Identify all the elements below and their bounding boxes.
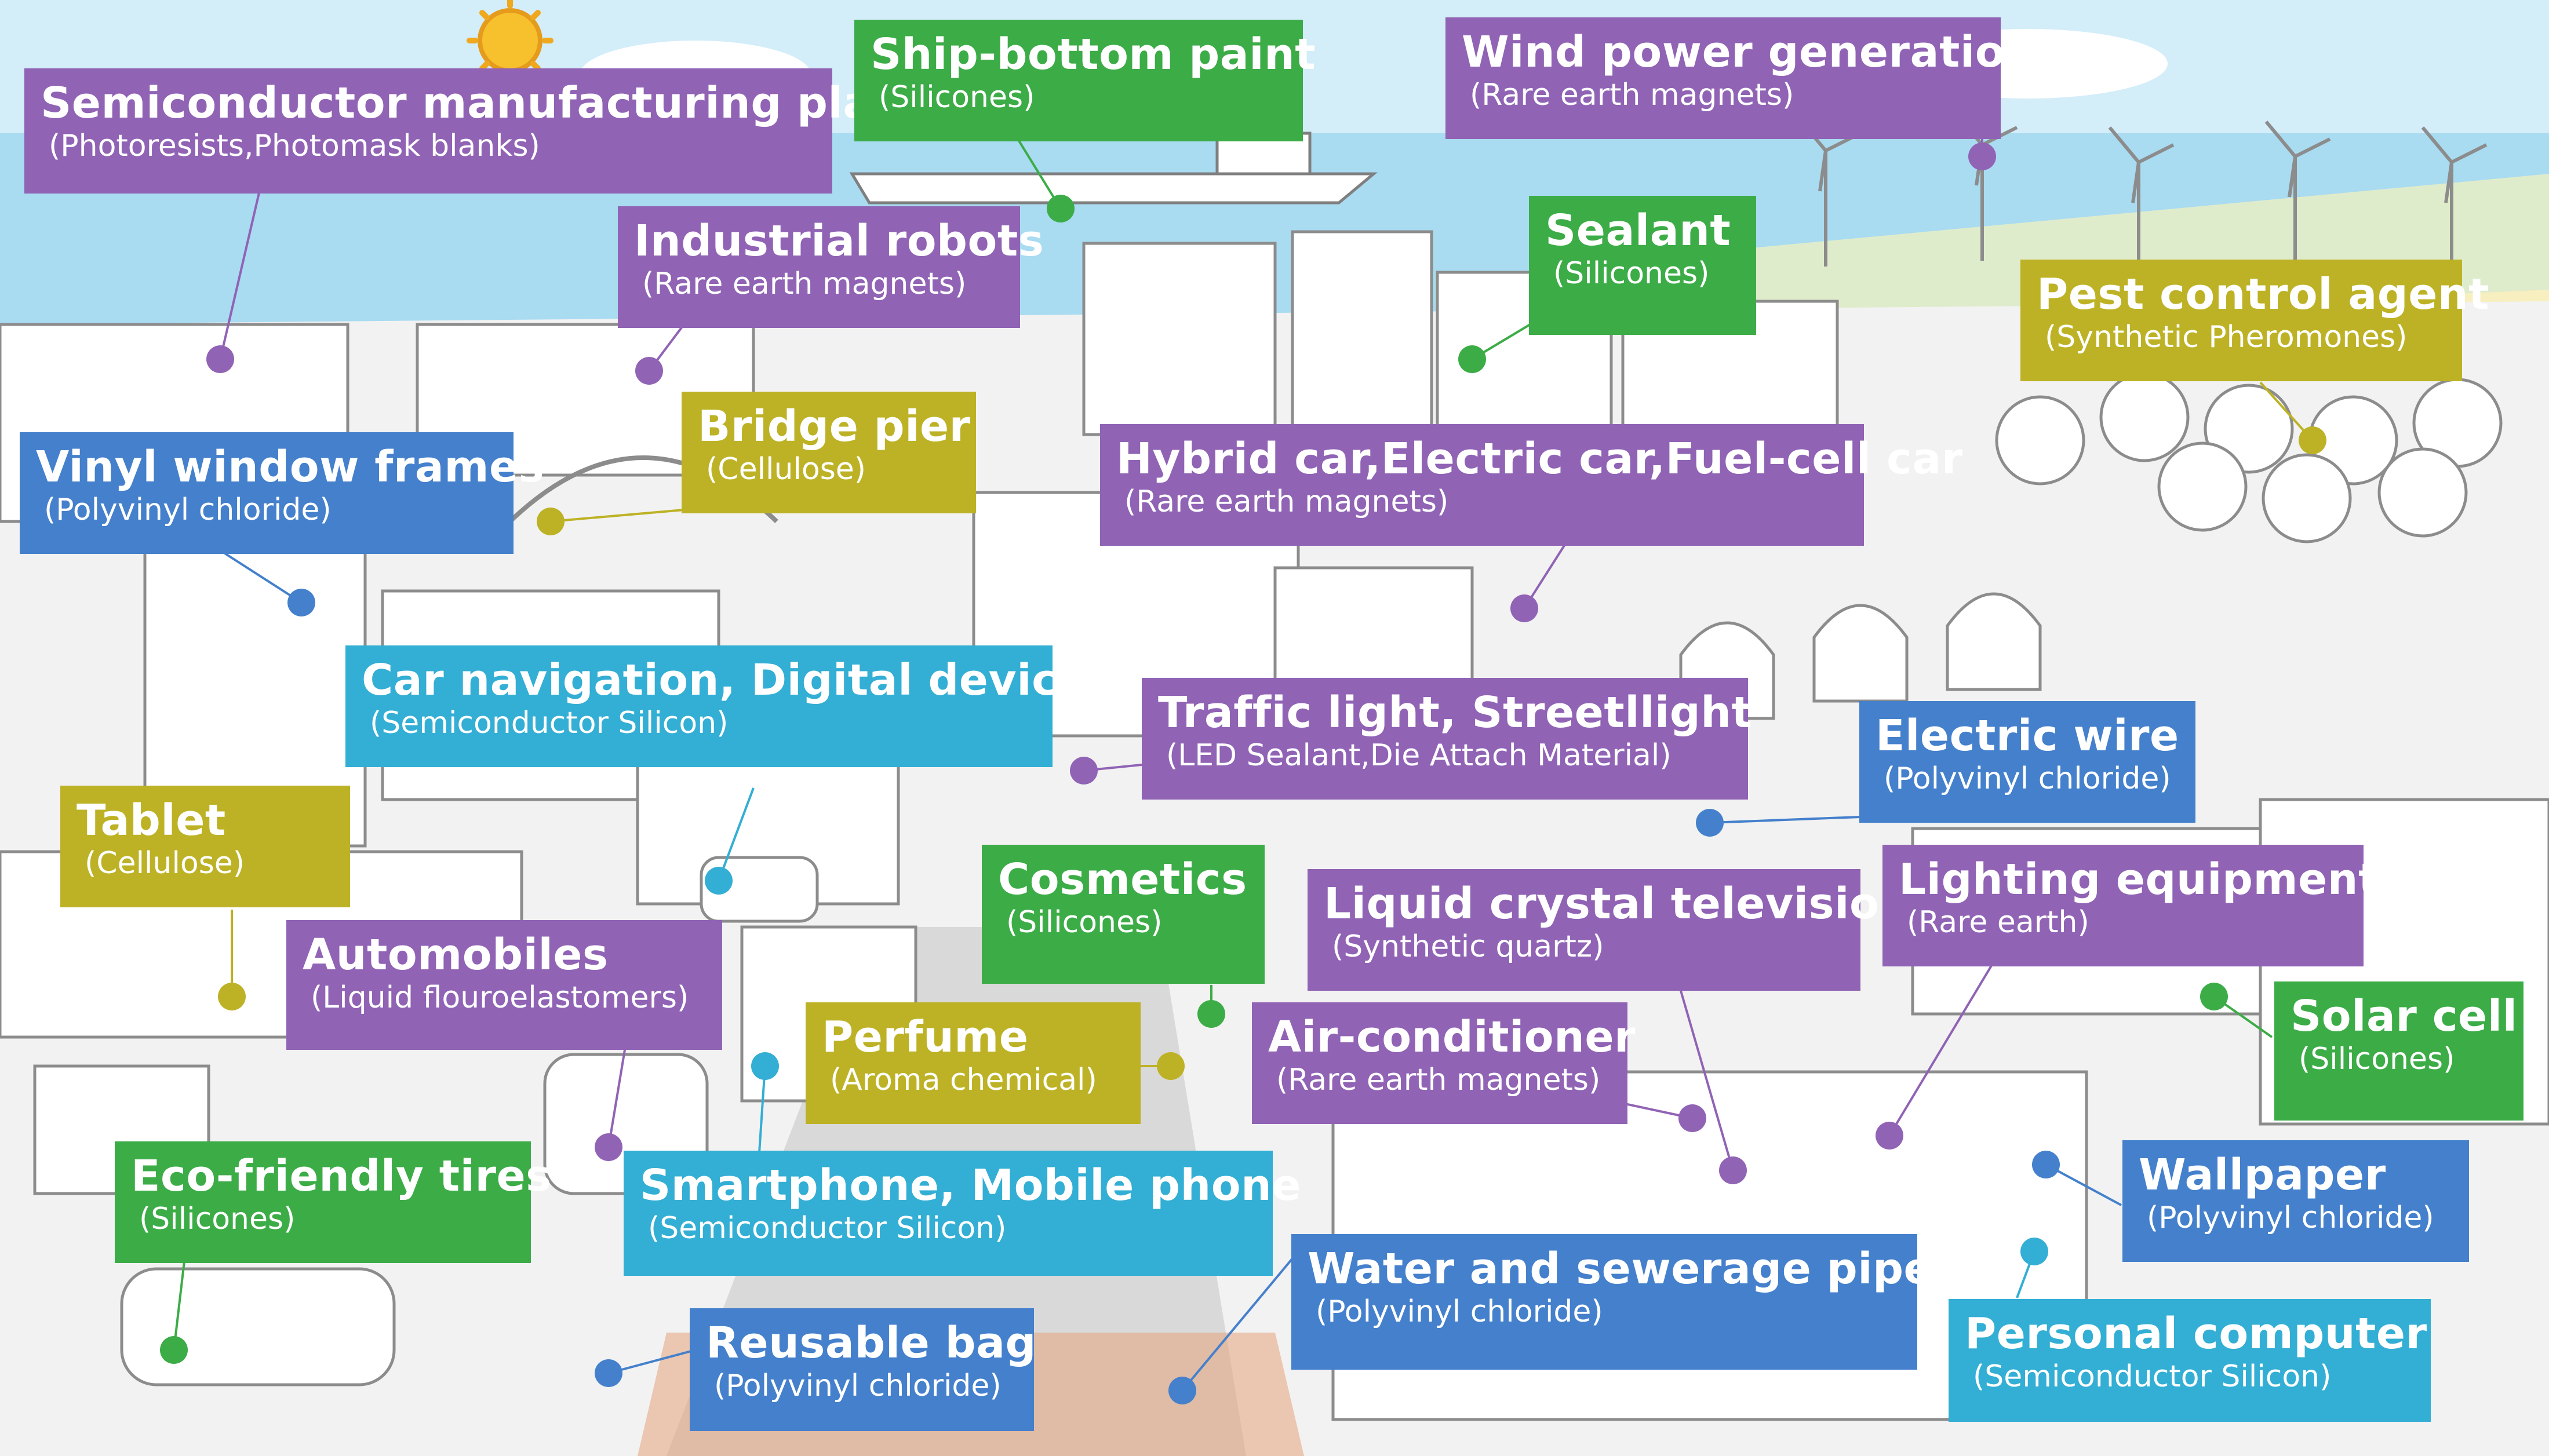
label-subtitle: (Silicones) — [1553, 256, 1710, 291]
label-title: Wind power generation — [1462, 27, 2036, 77]
label-title: Bridge pier — [698, 402, 971, 451]
label-title: Personal computer — [1965, 1309, 2427, 1359]
label-subtitle: (Rare earth magnets) — [1276, 1063, 1601, 1097]
label-subtitle: (Silicones) — [139, 1202, 296, 1236]
label-subtitle: (Cellulose) — [85, 846, 245, 881]
label-subtitle: (Photoresists,Photomask blanks) — [49, 129, 540, 163]
label-pest-control: Pest control agent (Synthetic Pheromones… — [2020, 260, 2489, 381]
label-subtitle: (Rare earth magnets) — [642, 267, 967, 301]
label-title: Hybrid car,Electric car,Fuel-cell car — [1116, 434, 1963, 484]
label-eco-tires: Eco-friendly tires (Silicones) — [115, 1141, 552, 1263]
label-electric-wire: Electric wire (Polyvinyl chloride) — [1859, 701, 2195, 823]
label-personal-computer: Personal computer (Semiconductor Silicon… — [1949, 1299, 2431, 1422]
label-lighting: Lighting equipment (Rare earth) — [1882, 845, 2379, 966]
label-traffic-light: Traffic light, Streetllight (LED Sealant… — [1142, 678, 1753, 800]
label-sealant: Sealant (Silicones) — [1529, 196, 1756, 335]
label-subtitle: (Rare earth) — [1907, 905, 2089, 940]
label-title: Solar cell — [2291, 991, 2518, 1041]
label-reusable-bag: Reusable bag (Polyvinyl chloride) — [690, 1308, 1036, 1431]
label-title: Pest control agent — [2037, 269, 2489, 319]
label-subtitle: (Polyvinyl chloride) — [1884, 761, 2171, 796]
label-semiconductor-plant: Semiconductor manufacturing plant (Photo… — [24, 68, 924, 194]
label-subtitle: (Rare earth magnets) — [1124, 484, 1449, 519]
label-air-conditioner: Air-conditioner (Rare earth magnets) — [1252, 1002, 1636, 1124]
label-subtitle: (Liquid flouroelastomers) — [311, 980, 689, 1015]
label-title: Ship-bottom paint — [871, 30, 1316, 79]
label-subtitle: (Synthetic Pheromones) — [2045, 320, 2408, 355]
label-subtitle: (Aroma chemical) — [830, 1063, 1097, 1097]
label-subtitle: (Semiconductor Silicon) — [1973, 1359, 2332, 1394]
label-wallpaper: Wallpaper (Polyvinyl chloride) — [2122, 1140, 2469, 1262]
greenhouses — [1679, 592, 2042, 720]
leader-lines — [173, 132, 2314, 1392]
label-title: Liquid crystal television — [1324, 879, 1910, 929]
label-subtitle: (Synthetic quartz) — [1332, 929, 1604, 964]
label-title: Sealant — [1545, 206, 1731, 256]
label-hybrid-car: Hybrid car,Electric car,Fuel-cell car (R… — [1100, 424, 1963, 546]
label-subtitle: (Polyvinyl chloride) — [714, 1369, 1002, 1403]
label-bridge-pier: Bridge pier (Cellulose) — [682, 392, 976, 513]
label-wind-power: Wind power generation (Rare earth magnet… — [1445, 17, 2036, 139]
label-water-pipe: Water and sewerage pipe (Polyvinyl chlor… — [1291, 1234, 1933, 1370]
label-title: Eco-friendly tires — [131, 1151, 552, 1201]
label-solar-cell: Solar cell (Silicones) — [2274, 981, 2523, 1121]
label-cosmetics: Cosmetics (Silicones) — [982, 845, 1265, 984]
label-title: Smartphone, Mobile phone — [640, 1161, 1301, 1210]
label-subtitle: (Cellulose) — [706, 452, 866, 487]
label-lcd-tv: Liquid crystal television (Synthetic qua… — [1308, 869, 1910, 991]
label-title: Automobiles — [303, 930, 609, 980]
label-ship-bottom-paint: Ship-bottom paint (Silicones) — [854, 20, 1316, 141]
label-title: Vinyl window frames — [36, 442, 545, 492]
label-subtitle: (Silicones) — [1006, 905, 1163, 940]
label-car-navigation: Car navigation, Digital devices (Semicon… — [345, 645, 1113, 767]
label-subtitle: (Polyvinyl chloride) — [44, 492, 332, 527]
label-perfume: Perfume (Aroma chemical) — [806, 1002, 1141, 1124]
label-subtitle: (Polyvinyl chloride) — [1316, 1294, 1603, 1329]
label-subtitle: (Rare earth magnets) — [1470, 78, 1794, 112]
label-title: Water and sewerage pipe — [1308, 1244, 1933, 1294]
label-smartphone: Smartphone, Mobile phone (Semiconductor … — [624, 1151, 1301, 1276]
label-title: Car navigation, Digital devices — [362, 655, 1113, 705]
connector-dots — [160, 143, 2326, 1404]
label-subtitle: (Semiconductor Silicon) — [648, 1211, 1007, 1246]
label-subtitle: (Silicones) — [2299, 1042, 2455, 1077]
label-vinyl-window: Vinyl window frames (Polyvinyl chloride) — [20, 432, 545, 554]
label-automobiles: Automobiles (Liquid flouroelastomers) — [286, 920, 722, 1050]
label-title: Industrial robots — [634, 216, 1044, 266]
label-title: Perfume — [822, 1012, 1029, 1062]
label-title: Cosmetics — [998, 855, 1247, 904]
label-title: Air-conditioner — [1268, 1012, 1636, 1062]
label-title: Electric wire — [1876, 711, 2179, 761]
label-title: Wallpaper — [2139, 1150, 2386, 1200]
label-subtitle: (Semiconductor Silicon) — [370, 706, 729, 740]
label-tablet: Tablet (Cellulose) — [60, 786, 350, 907]
label-title: Reusable bag — [706, 1318, 1036, 1368]
label-title: Semiconductor manufacturing plant — [41, 78, 924, 128]
label-subtitle: (LED Sealant,Die Attach Material) — [1166, 738, 1672, 773]
label-subtitle: (Polyvinyl chloride) — [2147, 1200, 2434, 1235]
label-title: Traffic light, Streetllight — [1158, 688, 1753, 738]
label-title: Lighting equipment — [1899, 855, 2379, 904]
label-industrial-robots: Industrial robots (Rare earth magnets) — [618, 206, 1044, 328]
label-title: Tablet — [77, 795, 226, 845]
label-subtitle: (Silicones) — [879, 80, 1035, 115]
orchard-trees — [1995, 372, 2503, 543]
ship-icon — [849, 132, 1378, 205]
